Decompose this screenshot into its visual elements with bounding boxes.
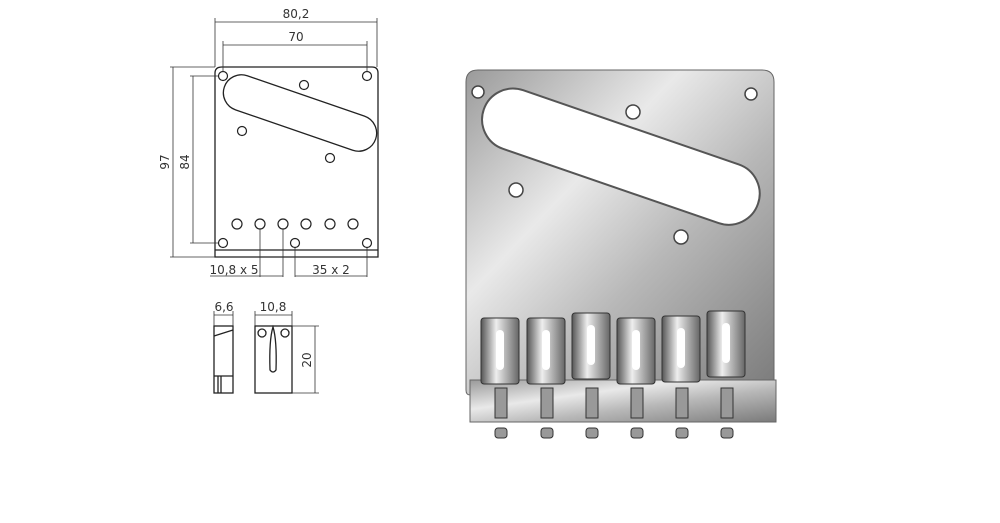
dim-mount-width: 70 bbox=[288, 30, 303, 44]
dim-hole-spacing: 35 x 2 bbox=[312, 263, 350, 277]
springs-and-screws bbox=[494, 387, 734, 439]
dim-overall-height: 97 bbox=[158, 154, 172, 169]
dim-mount-height: 84 bbox=[178, 154, 192, 169]
mounting-holes bbox=[217, 70, 373, 249]
bridge-photo bbox=[465, 69, 777, 439]
plate-drawing: 80,2 70 97 84 10,8 x 5 35 x 2 bbox=[158, 7, 379, 277]
dim-overall-width: 80,2 bbox=[283, 7, 310, 21]
saddle-drawing: 6,6 10,8 20 bbox=[213, 300, 319, 394]
saddles bbox=[480, 310, 746, 385]
dim-string-spacing: 10,8 x 5 bbox=[209, 263, 258, 277]
dim-saddle-width: 10,8 bbox=[260, 300, 287, 314]
dim-saddle-depth: 6,6 bbox=[214, 300, 233, 314]
dim-saddle-length: 20 bbox=[300, 352, 314, 367]
